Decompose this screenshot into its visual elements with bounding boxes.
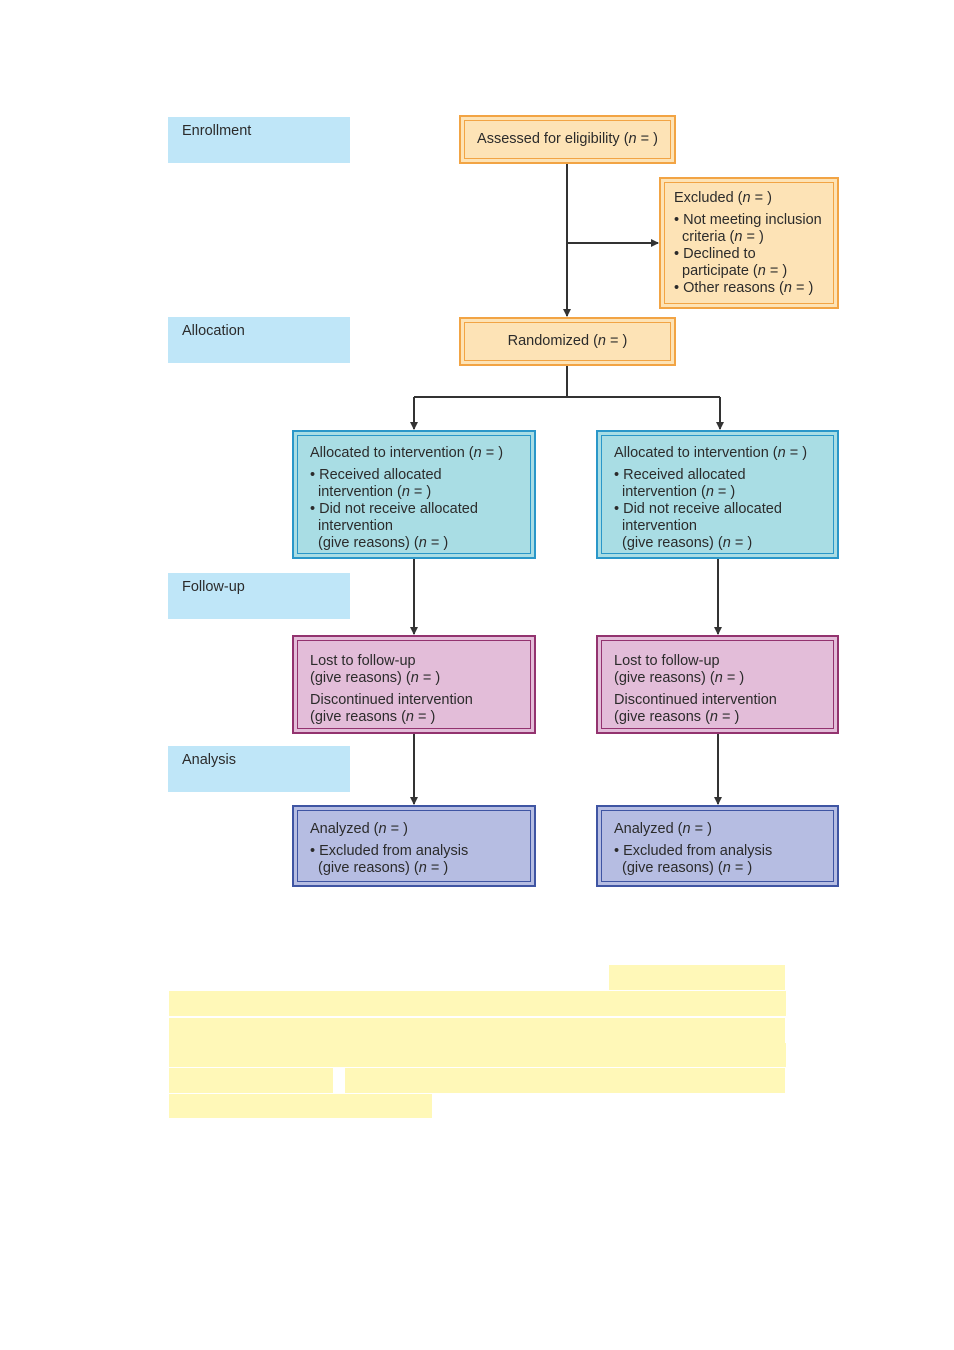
analysis-item: • Excluded from analysis	[614, 843, 773, 859]
assessed-box: Assessed for eligibility (n = )	[459, 115, 676, 164]
analysis-item-cont: (give reasons) (n = )	[318, 860, 449, 876]
allocated-item-cont: (give reasons) (n = )	[622, 535, 753, 551]
followup-line: Lost to follow-up	[310, 653, 416, 669]
stage-enrollment: Enrollment	[168, 117, 350, 163]
allocated-item: • Did not receive allocated	[614, 501, 782, 517]
followup-box-right: Lost to follow-up (give reasons) (n = ) …	[596, 635, 839, 734]
followup-line: Discontinued intervention	[310, 692, 473, 708]
followup-box-left: Lost to follow-up (give reasons) (n = ) …	[292, 635, 536, 734]
excluded-title: Excluded (n = )	[674, 190, 772, 206]
allocated-item: • Did not receive allocated	[310, 501, 478, 517]
followup-line: (give reasons) (n = )	[614, 670, 745, 686]
randomized-label: Randomized (n = )	[507, 333, 628, 349]
followup-line: Discontinued intervention	[614, 692, 777, 708]
randomized-box: Randomized (n = )	[459, 317, 676, 366]
excluded-box: Excluded (n = ) • Not meeting inclusion …	[659, 177, 839, 309]
allocated-item-cont: intervention	[622, 518, 697, 534]
analysis-item-cont: (give reasons) (n = )	[622, 860, 753, 876]
allocated-title: Allocated to intervention (n = )	[614, 445, 808, 461]
analysis-box-left: Analyzed (n = ) • Excluded from analysis…	[292, 805, 536, 887]
analysis-title: Analyzed (n = )	[614, 821, 712, 837]
allocated-box-left: Allocated to intervention (n = ) • Recei…	[292, 430, 536, 559]
excluded-item-cont: criteria (n = )	[682, 229, 764, 245]
allocated-item-cont: intervention (n = )	[318, 484, 432, 500]
highlight-block	[345, 1068, 785, 1093]
allocated-item: • Received allocated	[310, 467, 442, 483]
excluded-item: • Declined to	[674, 246, 756, 262]
followup-line: (give reasons (n = )	[310, 709, 436, 725]
highlight-block	[169, 1094, 432, 1118]
analysis-item: • Excluded from analysis	[310, 843, 469, 859]
followup-line: Lost to follow-up	[614, 653, 720, 669]
highlight-block	[609, 965, 785, 990]
stage-analysis: Analysis	[168, 746, 350, 792]
allocated-item-cont: intervention	[318, 518, 393, 534]
analysis-title: Analyzed (n = )	[310, 821, 408, 837]
allocated-item: • Received allocated	[614, 467, 746, 483]
highlight-block	[169, 1043, 786, 1067]
assessed-label: Assessed for eligibility (n = )	[477, 131, 658, 147]
followup-line: (give reasons) (n = )	[310, 670, 441, 686]
excluded-item: • Not meeting inclusion	[674, 212, 822, 228]
stage-followup: Follow-up	[168, 573, 350, 619]
allocated-title: Allocated to intervention (n = )	[310, 445, 504, 461]
highlight-block	[169, 1018, 785, 1043]
analysis-box-right: Analyzed (n = ) • Excluded from analysis…	[596, 805, 839, 887]
excluded-item: • Other reasons (n = )	[674, 280, 814, 296]
allocated-box-right: Allocated to intervention (n = ) • Recei…	[596, 430, 839, 559]
allocated-item-cont: intervention (n = )	[622, 484, 736, 500]
followup-line: (give reasons (n = )	[614, 709, 740, 725]
stage-allocation: Allocation	[168, 317, 350, 363]
highlight-block	[169, 991, 786, 1016]
highlight-block	[169, 1068, 333, 1093]
allocated-item-cont: (give reasons) (n = )	[318, 535, 449, 551]
excluded-item-cont: participate (n = )	[682, 263, 788, 279]
